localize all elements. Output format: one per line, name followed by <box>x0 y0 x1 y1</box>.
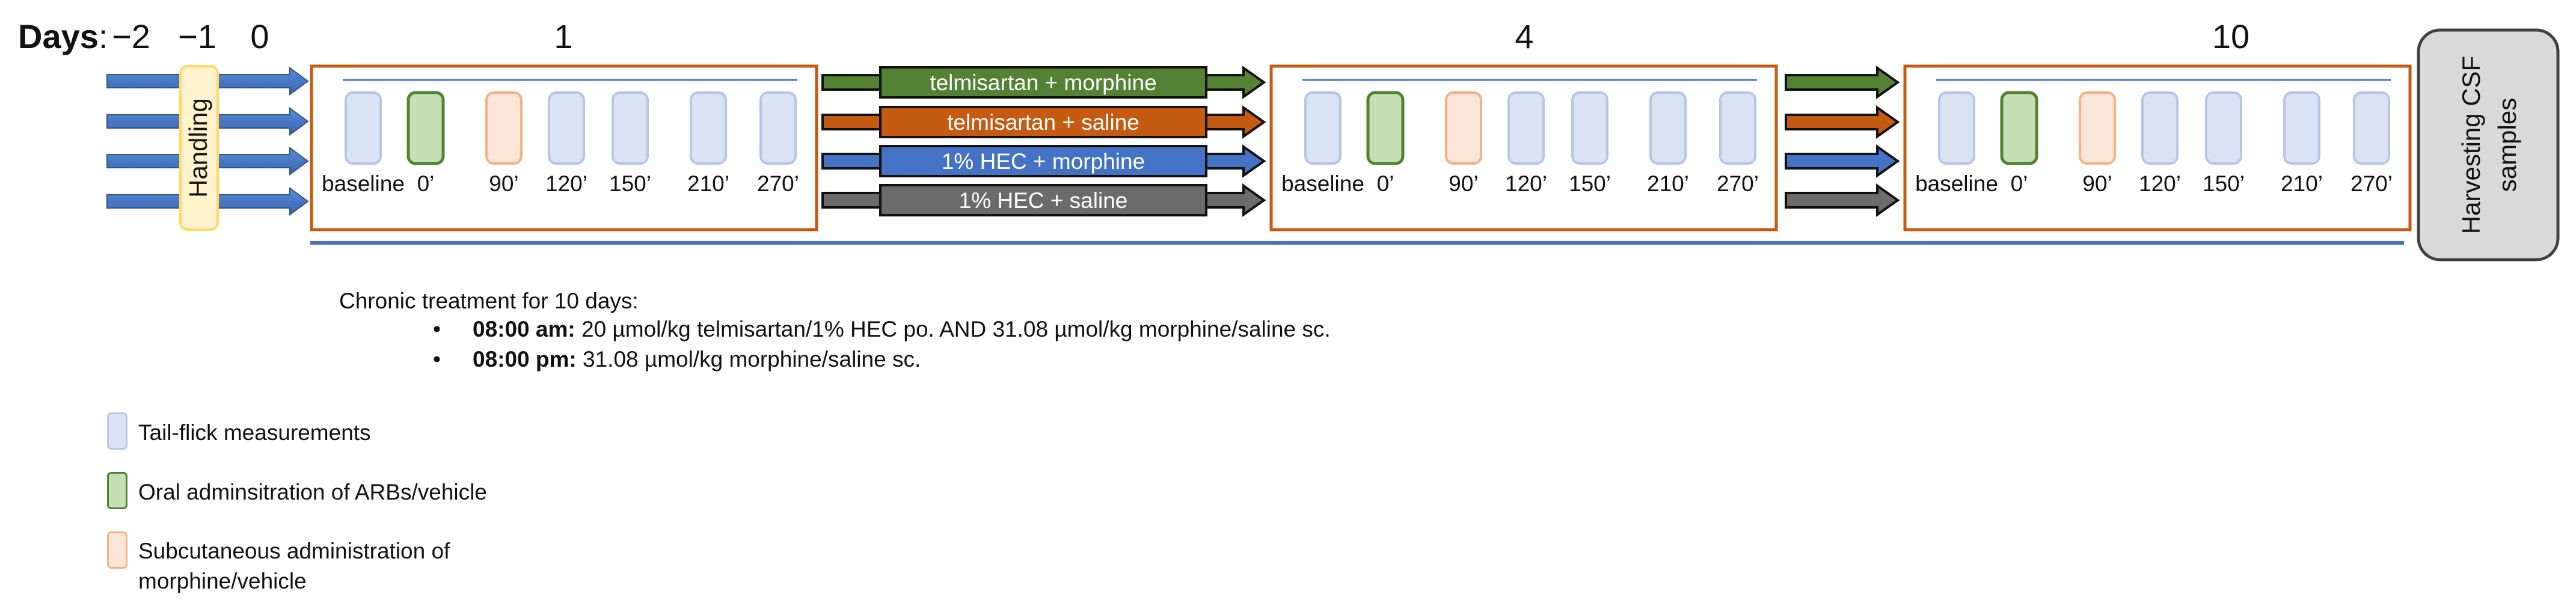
days-label: Days <box>18 17 99 55</box>
timepoint-label: 90’ <box>489 171 518 196</box>
tail-flick-marker <box>2353 91 2390 165</box>
chronic-pm-text: 31.08 µmol/kg morphine/saline sc. <box>576 347 921 372</box>
day-label-minus1: −1 <box>178 17 216 55</box>
timepoint-label: 90’ <box>2082 171 2112 196</box>
tail-flick-marker <box>1571 91 1608 165</box>
arm-3: 1% HEC + morphine <box>821 144 1266 178</box>
arm-label: 1% HEC + saline <box>959 188 1128 213</box>
timepoint-label: 120’ <box>545 171 587 196</box>
oral-administration-marker <box>2000 91 2038 165</box>
legend-swatch-oral <box>107 472 127 509</box>
tail-flick-marker <box>1507 91 1545 165</box>
subcutaneous-marker <box>1445 91 1482 165</box>
arm-label: 1% HEC + morphine <box>942 149 1145 174</box>
timepoint-label: 120’ <box>1505 171 1547 196</box>
tail-flick-marker <box>2141 91 2179 165</box>
tail-flick-marker <box>2205 91 2242 165</box>
arm-label-box <box>879 145 1207 177</box>
timepoint-label: 0’ <box>2011 171 2028 196</box>
day-label-0: 0 <box>250 17 269 55</box>
subcutaneous-marker <box>485 91 523 165</box>
tail-flick-marker <box>759 91 797 165</box>
chronic-pm-time: 08:00 pm: <box>473 347 577 372</box>
timepoint-label: 210’ <box>1647 171 1689 196</box>
legend-label-subcutaneous-line2: morphine/vehicle <box>138 569 307 593</box>
tail-flick-marker <box>1938 91 1975 165</box>
timepoint-label: 270’ <box>1717 171 1759 196</box>
session-box <box>1269 64 1778 231</box>
timepoint-label: 210’ <box>2281 171 2323 196</box>
timepoint-label: 120’ <box>2139 171 2181 196</box>
legend-label-subcutaneous-line1: Subcutaneous administration of <box>138 539 450 563</box>
timepoint-label: 210’ <box>687 171 729 196</box>
arm-label-box <box>879 106 1207 138</box>
tail-flick-marker <box>1304 91 1342 165</box>
timepoint-label: 150’ <box>1569 171 1611 196</box>
session-box <box>310 64 818 231</box>
arm-label-box <box>879 184 1207 216</box>
session-day-10: baseline 0’ 90’ 120’ 150’ 210’ 270’ <box>1903 64 2412 231</box>
arm-label-box <box>879 66 1207 99</box>
timepoint-label: 90’ <box>1449 171 1478 196</box>
arm-label: telmisartan + morphine <box>930 70 1156 95</box>
timepoint-label: 150’ <box>2203 171 2245 196</box>
chronic-item-pm-content: 08:00 pm: 31.08 µmol/kg morphine/saline … <box>473 346 921 373</box>
arm-label: telmisartan + saline <box>947 110 1139 135</box>
harvest-label-line2: samples <box>2493 98 2521 192</box>
bullet: • <box>433 317 441 341</box>
arm-continuation-arrow-1 <box>1785 66 1900 99</box>
days-header: Days: <box>18 17 108 55</box>
arm-continuation-arrow-2 <box>1785 105 1900 139</box>
harvest-box <box>2417 28 2560 262</box>
oral-administration-marker <box>1366 91 1405 165</box>
arm-1: telmisartan + morphine <box>821 66 1266 99</box>
subcutaneous-marker <box>2079 91 2116 165</box>
timepoint-label: baseline <box>1281 171 1364 196</box>
timepoint-label: 270’ <box>757 171 799 196</box>
day-label-10: 10 <box>2212 17 2249 55</box>
arm-continuation-arrow-4 <box>1785 183 1900 217</box>
tail-flick-marker <box>690 91 727 165</box>
bullet: • <box>433 347 441 372</box>
arm-continuation-arrow-3 <box>1785 144 1900 178</box>
mid-arrows <box>1785 66 1900 217</box>
session-box <box>1903 64 2412 231</box>
handling-box <box>179 65 219 231</box>
chronic-am-text: 20 µmol/kg telmisartan/1% HEC po. AND 31… <box>575 317 1331 341</box>
tail-flick-marker <box>1719 91 1756 165</box>
day-label-4: 4 <box>1515 17 1533 55</box>
legend-label-oral: Oral adminsitration of ARBs/vehicle <box>138 480 487 504</box>
days-separator: : <box>99 17 108 55</box>
harvest-label-line1: Harvesting CSF <box>2457 56 2485 234</box>
timepoint-label: baseline <box>322 171 405 196</box>
chronic-am-time: 08:00 am: <box>473 317 575 341</box>
tail-flick-marker <box>1649 91 1687 165</box>
tail-flick-marker <box>345 91 382 165</box>
legend-swatch-subcutaneous <box>107 531 127 569</box>
day-label-minus2: −2 <box>112 17 150 55</box>
timepoint-label: 0’ <box>417 171 435 196</box>
timepoint-label: 150’ <box>609 171 651 196</box>
tail-flick-marker <box>612 91 649 165</box>
tail-flick-marker <box>2283 91 2320 165</box>
arm-2: telmisartan + saline <box>821 105 1266 139</box>
tail-flick-marker <box>548 91 585 165</box>
treatment-arms: telmisartan + morphine telmisartan + sali… <box>821 66 1266 217</box>
legend-swatch-tail-flick <box>107 412 127 450</box>
handling-label: Handling <box>184 98 212 198</box>
timepoint-label: 270’ <box>2351 171 2393 196</box>
arm-4: 1% HEC + saline <box>821 183 1266 217</box>
chronic-treatment-title: Chronic treatment for 10 days: <box>339 289 639 313</box>
oral-administration-marker <box>406 91 445 165</box>
chronic-item-am-content: 08:00 am: 20 µmol/kg telmisartan/1% HEC … <box>473 316 1331 343</box>
sessions: baseline 0’ 90’ 120’ 150’ 210’ 270’ baseline 0’ 9… <box>310 64 2412 231</box>
timepoint-label: baseline <box>1915 171 1998 196</box>
day-label-1: 1 <box>554 17 572 55</box>
session-day-4: baseline 0’ 90’ 120’ 150’ 210’ 270’ <box>1269 64 1778 231</box>
legend-label-tail-flick: Tail-flick measurements <box>138 420 371 445</box>
timepoint-label: 0’ <box>1377 171 1394 196</box>
session-day-1: baseline 0’ 90’ 120’ 150’ 210’ 270’ <box>310 64 818 231</box>
